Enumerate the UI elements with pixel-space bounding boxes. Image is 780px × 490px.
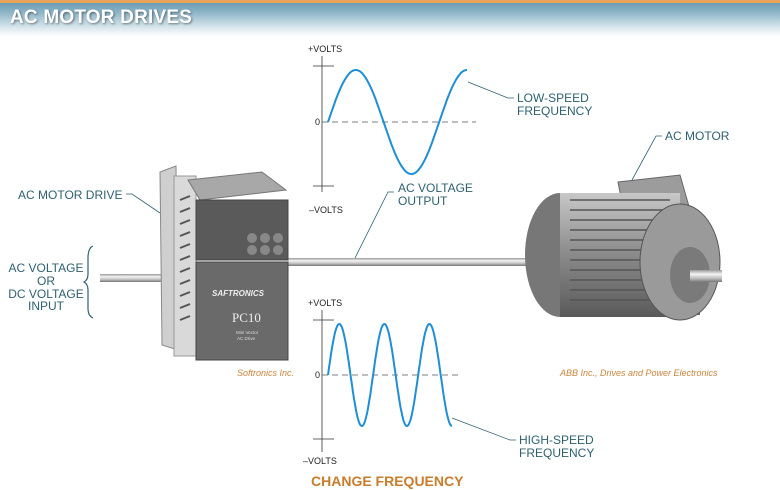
- high-speed-wave: [327, 322, 453, 428]
- bottom-neg-volts: –VOLTS: [303, 456, 337, 466]
- motor-leader: [631, 135, 662, 181]
- output-leader: [354, 191, 394, 259]
- label-output-1: AC VOLTAGE: [398, 181, 473, 195]
- drive-subtitle-1: Mini Vector: [236, 330, 259, 335]
- top-pos-volts: +VOLTS: [308, 44, 342, 54]
- low-speed-leader: [467, 81, 514, 99]
- label-input-2: OR: [37, 274, 55, 288]
- drive-model: PC10: [232, 310, 261, 325]
- input-brace: [82, 245, 94, 319]
- label-ac-motor-drive: AC MOTOR DRIVE: [18, 188, 122, 202]
- high-speed-graph: +VOLTS 0 –VOLTS: [303, 298, 458, 466]
- drive-subtitle-2: AC Drive: [237, 336, 255, 341]
- label-high-speed-1: HIGH-SPEED: [519, 433, 594, 447]
- ac-motor-image: [525, 174, 722, 321]
- drive-brand: SAFTRONICS: [212, 289, 265, 298]
- label-low-speed-1: LOW-SPEED: [517, 91, 589, 105]
- ac-motor-drive-image: SAFTRONICS PC10 Mini Vector AC Drive: [159, 165, 289, 361]
- top-neg-volts: –VOLTS: [309, 205, 343, 215]
- label-ac-motor: AC MOTOR: [665, 129, 730, 143]
- label-input-1: AC VOLTAGE: [9, 261, 84, 275]
- bottom-zero: 0: [315, 370, 320, 380]
- input-cable: [100, 274, 164, 282]
- output-cable: [288, 258, 533, 266]
- header: AC MOTOR DRIVES: [0, 0, 780, 36]
- low-speed-wave: [327, 69, 467, 175]
- label-change-frequency: CHANGE FREQUENCY: [311, 473, 464, 489]
- page-title: AC MOTOR DRIVES: [10, 7, 193, 28]
- label-input-3: DC VOLTAGE: [8, 287, 84, 301]
- drive-leader: [126, 193, 161, 214]
- credit-motor: ABB Inc., Drives and Power Electronics: [559, 368, 718, 378]
- label-high-speed-2: FREQUENCY: [519, 446, 594, 460]
- label-low-speed-2: FREQUENCY: [517, 104, 592, 118]
- label-output-2: OUTPUT: [398, 194, 448, 208]
- low-speed-graph: +VOLTS 0 –VOLTS: [308, 44, 476, 215]
- bottom-pos-volts: +VOLTS: [308, 298, 342, 308]
- high-speed-leader: [451, 417, 516, 441]
- credit-drive: Softronics Inc.: [237, 368, 294, 378]
- label-input-4: INPUT: [28, 299, 65, 313]
- header-accent-bar: [0, 0, 780, 3]
- top-zero: 0: [315, 117, 320, 127]
